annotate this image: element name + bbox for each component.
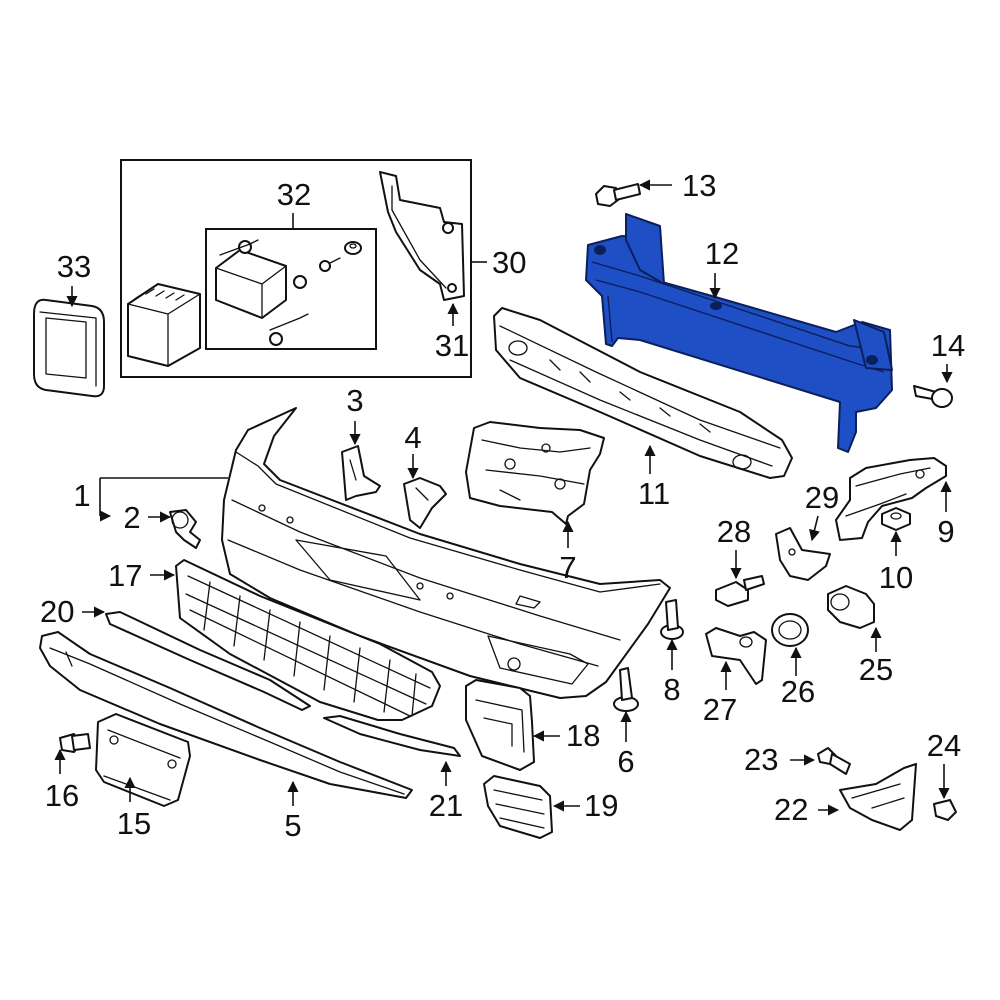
callout-25: 25 — [859, 652, 893, 687]
callout-15: 15 — [117, 806, 151, 841]
callout-labels: 1 2 3 4 5 6 7 8 9 10 11 12 13 14 15 16 1… — [40, 168, 965, 843]
push-rivet-8 — [660, 599, 684, 640]
callout-2: 2 — [123, 500, 140, 535]
side-bracket-9 — [835, 457, 947, 541]
callout-9: 9 — [937, 514, 954, 549]
nut-10 — [881, 507, 911, 531]
callout-8: 8 — [663, 672, 680, 707]
callout-17: 17 — [108, 558, 142, 593]
bumper-cover — [221, 407, 671, 699]
callout-16: 16 — [45, 778, 79, 813]
callout-10: 10 — [879, 560, 913, 595]
sensor-28 — [715, 575, 765, 607]
callout-19: 19 — [584, 788, 618, 823]
bolt-14 — [913, 385, 953, 408]
side-bracket — [465, 421, 605, 525]
sensor-ring-26 — [771, 613, 809, 647]
sensor-mount-bracket — [215, 239, 309, 346]
callout-6: 6 — [617, 744, 634, 779]
callout-12: 12 — [705, 236, 739, 271]
callout-22: 22 — [774, 792, 808, 827]
callout-7: 7 — [559, 550, 576, 585]
energy-absorber — [493, 307, 793, 479]
license-plate-bracket — [95, 713, 191, 807]
parking-sensor-25 — [827, 585, 875, 629]
sensor-holder-27 — [705, 627, 767, 685]
bolt-13 — [595, 183, 641, 207]
trim-strip-21 — [323, 715, 461, 757]
sensor-bolt — [319, 257, 341, 272]
callout-21: 21 — [429, 788, 463, 823]
sensor-kit-box — [120, 159, 472, 378]
callout-33: 33 — [57, 249, 91, 284]
bolt-23 — [817, 747, 851, 775]
sensor-bracket-29 — [775, 527, 831, 581]
callout-18: 18 — [566, 718, 600, 753]
callout-30: 30 — [492, 245, 526, 280]
bracket-18 — [465, 679, 535, 771]
callout-27: 27 — [703, 692, 737, 727]
callout-13: 13 — [682, 168, 716, 203]
bumper-reinforcement-bar — [585, 213, 893, 453]
sensor-cap — [169, 509, 201, 549]
sensor-nut — [344, 241, 362, 255]
air-guide-22 — [839, 763, 917, 831]
callout-4: 4 — [404, 420, 421, 455]
lower-grille — [175, 559, 441, 721]
radar-cover — [33, 298, 105, 398]
sensor-bracket-30 — [379, 171, 465, 301]
callout-23: 23 — [744, 742, 778, 777]
callout-31: 31 — [435, 328, 469, 363]
callout-24: 24 — [927, 728, 961, 763]
callout-28: 28 — [717, 514, 751, 549]
leader-lines — [54, 179, 953, 816]
callout-32: 32 — [277, 177, 311, 212]
molding-strip-20 — [105, 611, 311, 711]
bracket-3 — [341, 445, 381, 501]
callout-29: 29 — [805, 480, 839, 515]
fog-light-cover — [483, 775, 553, 839]
clip-nut-24 — [933, 799, 957, 821]
radar-control-module — [127, 283, 201, 367]
bracket-4 — [403, 477, 447, 529]
callout-3: 3 — [346, 383, 363, 418]
lower-spoiler — [39, 631, 413, 799]
callout-5: 5 — [284, 808, 301, 843]
callout-1: 1 — [73, 478, 90, 513]
callout-26: 26 — [781, 674, 815, 709]
callout-14: 14 — [931, 328, 965, 363]
callout-11: 11 — [638, 476, 670, 511]
clip-16 — [59, 733, 91, 753]
callout-20: 20 — [40, 594, 74, 629]
push-rivet-6 — [613, 667, 639, 712]
